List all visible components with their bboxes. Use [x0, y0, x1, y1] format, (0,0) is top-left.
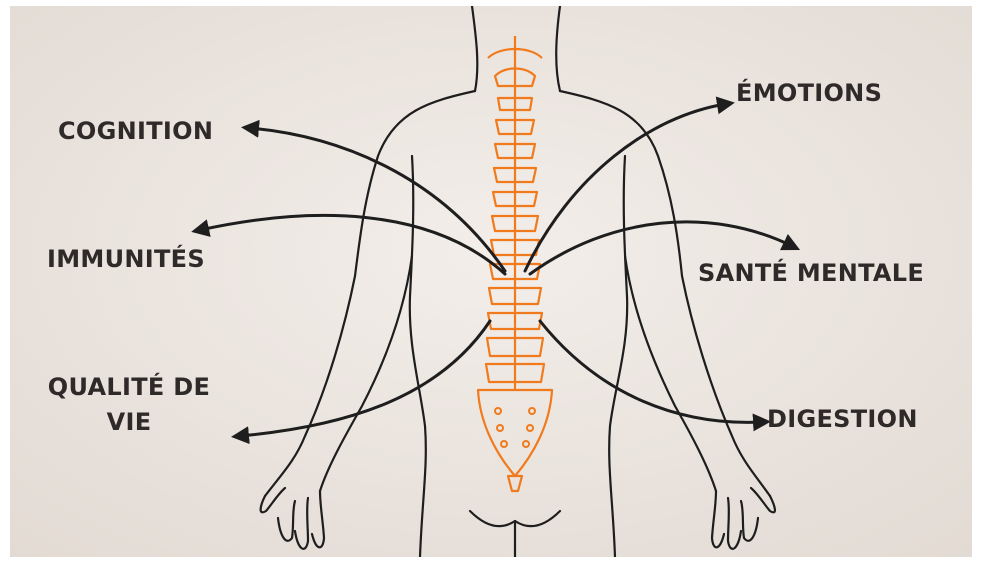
diagram-canvas: COGNITION IMMUNITÉS QUALITÉ DE VIE ÉMOTI…: [10, 6, 972, 557]
label-qualite-de-vie: QUALITÉ DE VIE: [40, 370, 218, 440]
label-qualite-line1: QUALITÉ DE: [40, 370, 218, 405]
label-immunites: IMMUNITÉS: [47, 242, 205, 277]
label-qualite-line2: VIE: [40, 405, 218, 440]
label-cognition: COGNITION: [58, 114, 213, 149]
label-emotions: ÉMOTIONS: [736, 76, 882, 111]
label-digestion: DIGESTION: [767, 402, 918, 437]
label-sante-mentale: SANTÉ MENTALE: [698, 256, 924, 291]
